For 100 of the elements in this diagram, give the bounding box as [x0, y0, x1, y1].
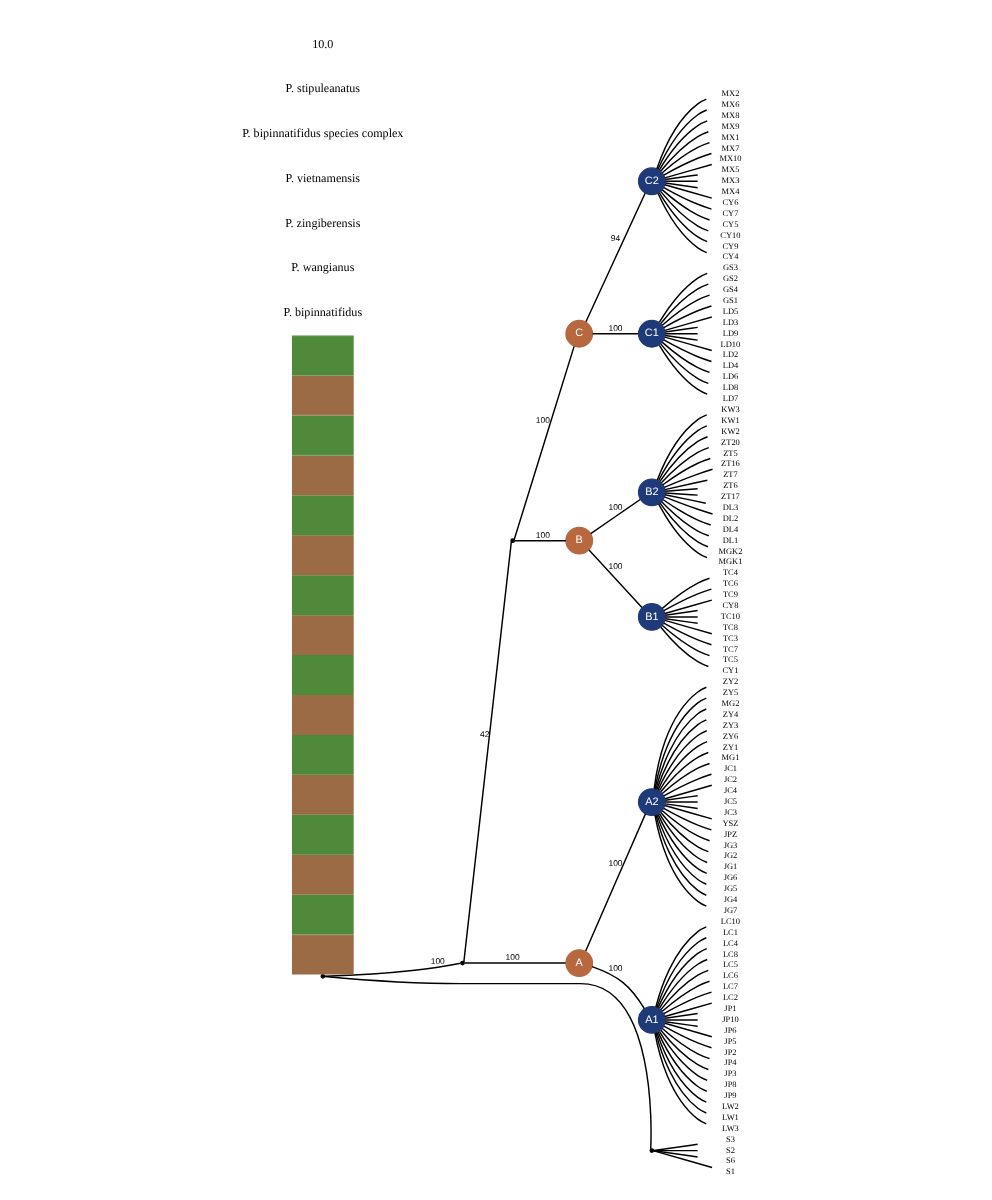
connector [662, 305, 712, 329]
connector [660, 577, 710, 610]
connector [462, 541, 512, 963]
node-box [290, 814, 353, 855]
connector [663, 182, 698, 189]
connector [655, 1031, 707, 1103]
connector [584, 192, 645, 323]
connector [660, 809, 710, 842]
connector [657, 272, 707, 323]
connector [659, 130, 709, 172]
connector [662, 496, 713, 515]
connector [663, 479, 708, 491]
connector [654, 926, 706, 1008]
connector [655, 813, 707, 885]
connector [657, 958, 707, 1010]
connector [663, 492, 698, 496]
connector [656, 109, 707, 170]
connector [652, 1150, 698, 1158]
connector [663, 163, 712, 179]
connector [662, 468, 713, 489]
connector [659, 283, 709, 325]
node-box [290, 575, 353, 616]
connector [662, 622, 712, 646]
connector [661, 457, 711, 486]
connector [662, 991, 712, 1015]
connector [590, 965, 645, 1010]
node-box [290, 894, 353, 935]
connector [663, 795, 698, 802]
connector [663, 617, 698, 625]
node-box [290, 335, 353, 376]
connector [655, 414, 707, 481]
connector [663, 803, 698, 810]
connector [652, 1143, 698, 1152]
connector [656, 813, 707, 875]
node-box [290, 695, 353, 735]
connector [655, 937, 707, 1009]
connector [512, 345, 574, 541]
connector [662, 807, 712, 831]
connector [659, 500, 709, 537]
connector [652, 1149, 698, 1152]
connector [663, 316, 712, 332]
connector [659, 343, 709, 385]
node-box [290, 495, 353, 536]
node-box [290, 734, 353, 775]
connector [663, 1012, 698, 1019]
connector [656, 503, 707, 559]
node-point [648, 1148, 654, 1153]
connector [660, 189, 710, 221]
node-box [290, 455, 353, 496]
connector [663, 1020, 698, 1028]
connector [662, 773, 712, 797]
connector [587, 549, 642, 609]
connector [659, 190, 709, 232]
connector [660, 294, 710, 326]
connector [663, 333, 698, 335]
connector [656, 1031, 707, 1092]
connector [322, 962, 461, 978]
connector [662, 339, 712, 363]
connector [663, 180, 698, 182]
node-box [290, 615, 353, 656]
node-box [290, 535, 353, 576]
connector [662, 1025, 712, 1049]
connector [657, 1030, 707, 1082]
connector [663, 784, 712, 800]
connector [662, 152, 712, 176]
connector [663, 326, 698, 333]
connector [663, 619, 712, 635]
connector [655, 719, 707, 791]
connector [663, 616, 698, 618]
connector [663, 1022, 712, 1038]
connector [660, 341, 710, 374]
connector [663, 1019, 698, 1021]
connector [658, 502, 708, 548]
connector [663, 609, 698, 616]
connector [660, 980, 710, 1013]
node-box [290, 774, 353, 815]
connector [655, 98, 707, 170]
connector [663, 804, 712, 820]
connector [660, 141, 710, 174]
node-point [509, 538, 514, 544]
connector [660, 1027, 710, 1060]
connector [659, 626, 709, 668]
connector [663, 599, 712, 615]
connector [659, 1029, 709, 1071]
connector [583, 813, 646, 952]
connector [656, 192, 707, 254]
connector [657, 740, 707, 792]
connector [663, 1002, 712, 1018]
connector [657, 120, 707, 171]
connector [656, 425, 707, 482]
connector [657, 192, 707, 243]
node-point [319, 974, 325, 979]
connector [660, 624, 710, 657]
connector [662, 588, 712, 612]
connector [656, 947, 707, 1009]
connector [652, 1150, 712, 1169]
node-box [290, 655, 353, 695]
connector [663, 183, 712, 199]
connector [663, 174, 698, 181]
connector [663, 494, 706, 504]
